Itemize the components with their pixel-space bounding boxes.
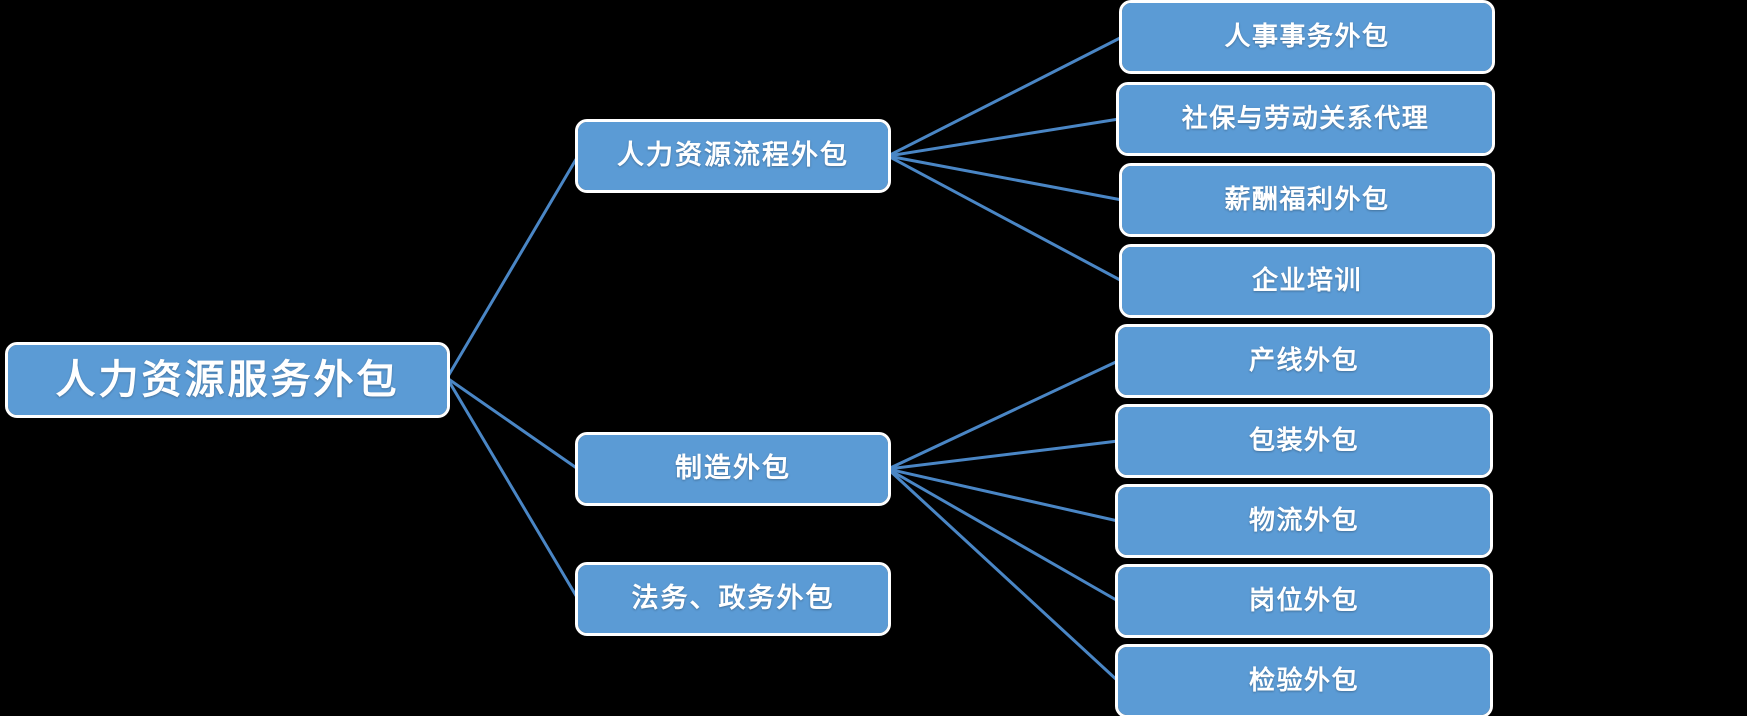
node-branch[interactable]: 人力资源流程外包 — [575, 119, 891, 193]
node-root[interactable]: 人力资源服务外包 — [5, 342, 450, 418]
connector-line — [886, 154, 1124, 202]
connector-line — [886, 439, 1120, 471]
connector-line — [886, 467, 1120, 603]
node-leaf[interactable]: 岗位外包 — [1115, 564, 1493, 638]
connector-line — [445, 376, 580, 471]
node-leaf[interactable]: 检验外包 — [1115, 644, 1493, 716]
node-branch[interactable]: 制造外包 — [575, 432, 891, 506]
node-leaf[interactable]: 社保与劳动关系代理 — [1116, 82, 1495, 156]
node-branch[interactable]: 法务、政务外包 — [575, 562, 891, 636]
connector-line — [886, 467, 1120, 683]
connector-line — [886, 467, 1120, 523]
node-leaf[interactable]: 薪酬福利外包 — [1119, 163, 1495, 237]
connector-line — [886, 35, 1124, 158]
node-leaf[interactable]: 企业培训 — [1119, 244, 1495, 318]
node-leaf[interactable]: 产线外包 — [1115, 324, 1493, 398]
connector-line — [445, 154, 580, 380]
connector-line — [886, 359, 1120, 471]
connector-line — [886, 117, 1121, 158]
node-leaf[interactable]: 包装外包 — [1115, 404, 1493, 478]
connector-line — [886, 154, 1124, 283]
connector-line — [445, 376, 580, 601]
node-leaf[interactable]: 人事事务外包 — [1119, 0, 1495, 74]
node-leaf[interactable]: 物流外包 — [1115, 484, 1493, 558]
